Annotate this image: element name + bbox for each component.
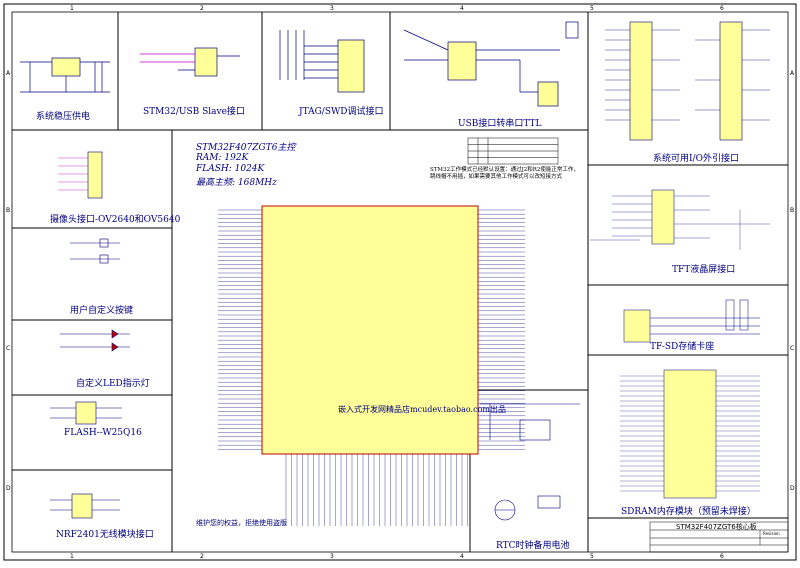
usb-slave-circuit: [140, 47, 240, 77]
ruler-right-b: B: [790, 207, 794, 214]
ruler-bottom-1: 1: [70, 553, 74, 560]
section-title-jtag: JTAG/SWD调试接口: [299, 107, 384, 117]
mcu-ram: RAM: 192K: [196, 153, 249, 163]
ruler-left-c: C: [6, 345, 10, 352]
ruler-top-3: 3: [330, 5, 334, 12]
mcu-notice: 维护您的权益，拒绝使用盗版: [196, 519, 287, 527]
mcu-flash: FLASH: 1024K: [196, 164, 265, 174]
left-peripherals: [50, 238, 130, 519]
section-title-usb-ttl: USB接口转串口TTL: [458, 119, 542, 129]
ruler-bottom-5: 5: [590, 553, 594, 560]
section-title-usb-slave: STM32/USB Slave接口: [143, 107, 245, 117]
section-title-nrf: NRF2401无线模块接口: [56, 530, 154, 540]
sdram-pins: [620, 375, 760, 492]
rulers: A B C D A B C D 1 2 3 4 5 6 1 2 3 4 5 6: [6, 5, 795, 560]
mcu-pins-left: [218, 209, 262, 450]
ruler-top-6: 6: [720, 5, 724, 12]
tft-connector: [590, 189, 770, 250]
boot-mode-table: [467, 137, 559, 165]
power-circuit: [20, 57, 110, 93]
title-block-revision: Revision: [763, 531, 780, 536]
ruler-right-c: C: [790, 345, 794, 352]
boot-mode-note: STM32工作模式已经默认设置：通过J2和R2使能正常工作，跳线帽不用插，如果需…: [430, 167, 579, 180]
inner-border: [11, 11, 789, 553]
usb-ttl-circuit: [403, 21, 579, 107]
ruler-top-5: 5: [590, 5, 594, 12]
section-dividers: [12, 12, 788, 552]
camera-header: [58, 151, 103, 199]
ruler-top-2: 2: [200, 5, 204, 12]
section-title-camera: 摄像头接口-OV2640和OV5640: [50, 215, 181, 225]
sd-card-slot: [623, 299, 760, 343]
ruler-left-a: A: [6, 70, 11, 77]
section-title-gpio: 系统可用I/O外引接口: [653, 154, 739, 164]
mcu-freq: 最高主频: 168MHz: [196, 178, 277, 188]
section-title-flash: FLASH--W25Q16: [64, 428, 142, 438]
gpio-headers: [605, 21, 770, 141]
title-block-title: STM32F407ZGT6核心板: [676, 523, 757, 531]
ruler-top-1: 1: [70, 5, 74, 12]
ruler-bottom-6: 6: [720, 553, 724, 560]
ruler-bottom-3: 3: [330, 553, 334, 560]
section-title-sd: TF-SD存储卡座: [650, 342, 715, 352]
section-title-sdram: SDRAM内存模块（预留未焊接）: [621, 507, 756, 517]
mcu-chip: [218, 205, 525, 526]
ruler-left-b: B: [6, 207, 10, 214]
title-block: [649, 521, 789, 553]
section-title-tft: TFT液晶屏接口: [672, 265, 736, 275]
ruler-left-d: D: [6, 485, 11, 492]
mcu-watermark: 嵌入式开发网精品店mcudev.taobao.com出品: [338, 405, 506, 414]
ruler-right-a: A: [790, 70, 795, 77]
ruler-right-d: D: [790, 485, 795, 492]
sdram-chip: [620, 369, 760, 499]
outer-border: [3, 3, 797, 561]
section-title-leds: 自定义LED指示灯: [76, 379, 150, 389]
ruler-top-4: 4: [460, 5, 464, 12]
section-title-rtc: RTC时钟备用电池: [496, 541, 570, 551]
ruler-bottom-4: 4: [460, 553, 464, 560]
mcu-pins-right: [478, 209, 525, 450]
mcu-title: STM32F407ZGT6主控: [196, 143, 296, 153]
jtag-circuit: [279, 30, 365, 93]
mcu-pins-bottom: [285, 454, 468, 526]
ruler-bottom-2: 2: [200, 553, 204, 560]
section-title-power: 系统稳压供电: [36, 112, 91, 122]
rtc-circuit: [480, 403, 580, 521]
section-title-keys: 用户自定义按键: [70, 306, 134, 316]
